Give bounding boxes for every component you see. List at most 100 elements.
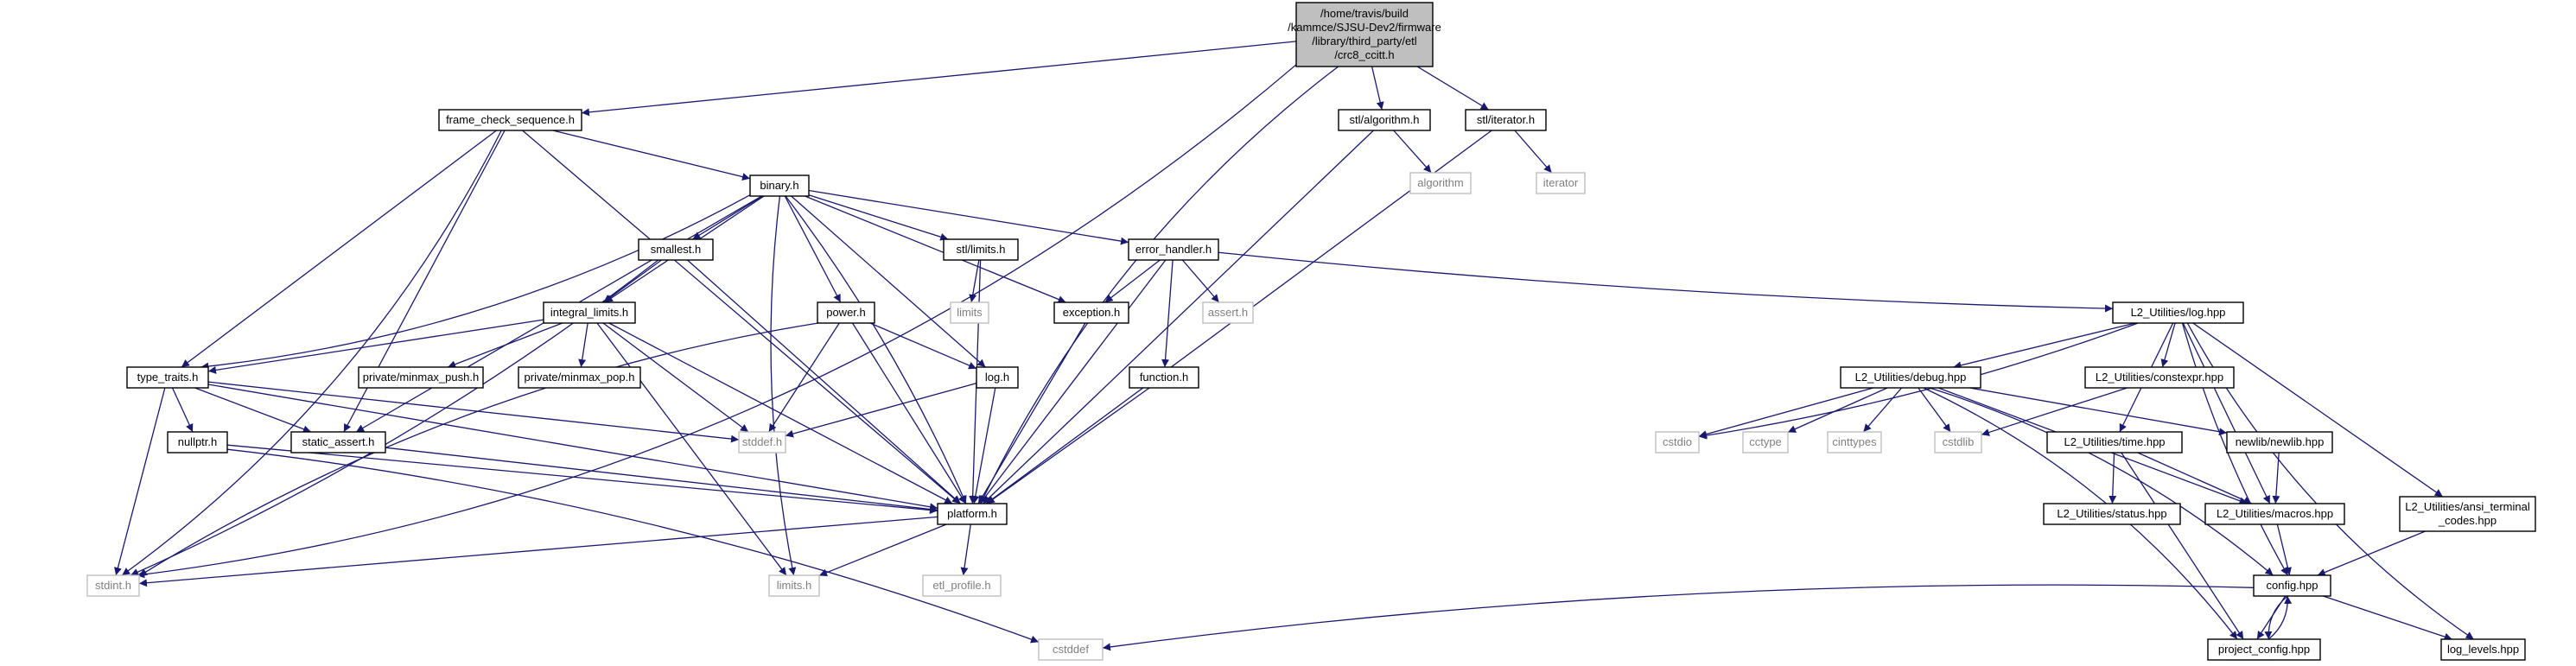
node-label: stdint.h <box>95 579 131 592</box>
node-box <box>922 574 1002 597</box>
node-label: log_levels.hpp <box>2447 643 2519 656</box>
node-smallest[interactable]: smallest.h <box>638 238 714 261</box>
node-minmax-pop[interactable]: private/minmax_pop.h <box>518 366 641 389</box>
edge-log_hpp-to-ansi <box>2192 322 2444 498</box>
node-integral-limits[interactable]: integral_limits.h <box>543 301 636 324</box>
edge-integral_limits-to-limits_h <box>596 322 787 576</box>
node-newlib[interactable]: newlib/newlib.hpp <box>2226 431 2333 454</box>
node-cstdio: cstdio <box>1655 431 1700 454</box>
node-error-handler[interactable]: error_handler.h <box>1128 238 1219 261</box>
node-label: private/minmax_pop.h <box>525 371 635 384</box>
node-project-config[interactable]: project_config.hpp <box>2207 638 2321 661</box>
node-label: static_assert.h <box>302 435 375 448</box>
node-box <box>768 574 820 597</box>
node-box <box>167 431 228 454</box>
node-static-assert[interactable]: static_assert.h <box>290 431 386 454</box>
edge-binary-to-type_traits <box>200 194 751 371</box>
node-log-hpp[interactable]: L2_Utilities/log.hpp <box>2112 301 2244 324</box>
node-label: function.h <box>1140 371 1188 384</box>
node-box <box>2112 301 2244 324</box>
node-label: frame_check_sequence.h <box>446 113 575 126</box>
node-root[interactable]: /home/travis/build/kammce/SJSU-Dev2/firm… <box>1288 2 1441 67</box>
node-cstdlib: cstdlib <box>1934 431 1982 454</box>
edge-error_handler-to-log_hpp <box>1218 251 2114 313</box>
node-box <box>2399 496 2536 532</box>
edge-log_h-to-stddef_h <box>785 382 977 438</box>
node-frame-check-sequence[interactable]: frame_check_sequence.h <box>438 109 582 131</box>
node-box <box>358 366 484 389</box>
node-config[interactable]: config.hpp <box>2253 574 2331 597</box>
node-box <box>2204 503 2345 525</box>
edge-type_traits-to-platform <box>207 384 938 511</box>
node-stdint: stdint.h <box>86 574 140 597</box>
node-box <box>1655 431 1700 454</box>
node-exception[interactable]: exception.h <box>1053 301 1129 324</box>
node-box <box>518 366 641 389</box>
node-box <box>1934 431 1982 454</box>
node-binary[interactable]: binary.h <box>749 174 810 197</box>
node-box <box>950 301 989 324</box>
node-label: platform.h <box>947 507 997 520</box>
edge-binary-to-error_handler <box>808 189 1129 245</box>
node-box <box>1409 172 1472 194</box>
node-time-hpp[interactable]: L2_Utilities/time.hpp <box>2046 431 2183 454</box>
edge-binary-to-smallest <box>692 195 763 240</box>
node-stl-iterator[interactable]: stl/iterator.h <box>1465 109 1547 131</box>
edge-integral_limits-to-minmax_pop <box>578 322 588 368</box>
node-constexpr[interactable]: L2_Utilities/constexpr.hpp <box>2084 366 2235 389</box>
edge-time_hpp-to-status <box>2109 452 2117 504</box>
edge-debug-to-cstdlib <box>1918 387 1951 433</box>
node-label: power.h <box>826 306 866 319</box>
edge-frame_check_sequence-to-platform <box>522 130 961 504</box>
edge-macros-to-config <box>2276 523 2292 576</box>
node-function[interactable]: function.h <box>1129 366 1199 389</box>
edge-platform-to-etl_profile <box>960 523 971 576</box>
node-ansi[interactable]: L2_Utilities/ansi_terminal_codes.hpp <box>2399 496 2536 532</box>
edge-log_hpp-to-macros <box>2182 322 2271 504</box>
edge-log_h-to-platform <box>971 387 996 504</box>
node-label: cstddef <box>1053 643 1089 656</box>
edge-power-to-stddef_h <box>768 322 840 433</box>
node-power[interactable]: power.h <box>817 301 875 324</box>
node-log-h[interactable]: log.h <box>976 366 1019 389</box>
node-label: _codes.hpp <box>2438 514 2496 527</box>
edge-stl_limits-to-limits <box>969 259 980 303</box>
edge-frame_check_sequence-to-binary <box>552 130 751 181</box>
edge-type_traits-to-nullptr <box>171 387 194 433</box>
node-label: config.hpp <box>2267 579 2318 592</box>
node-label: error_handler.h <box>1135 243 1212 256</box>
node-box <box>2043 503 2181 525</box>
edge-platform-to-stdint <box>138 516 938 587</box>
node-status[interactable]: L2_Utilities/status.hpp <box>2043 503 2181 525</box>
node-type-traits[interactable]: type_traits.h <box>126 366 209 389</box>
node-label: cctype <box>1749 435 1782 448</box>
node-platform[interactable]: platform.h <box>937 503 1008 525</box>
node-box <box>543 301 636 324</box>
node-label: L2_Utilities/status.hpp <box>2057 507 2166 520</box>
node-label: stl/algorithm.h <box>1350 113 1420 126</box>
edge-root-to-stdint <box>137 64 1297 579</box>
edge-integral_limits-to-type_traits <box>207 319 544 374</box>
node-minmax-push[interactable]: private/minmax_push.h <box>358 366 484 389</box>
edge-power-to-platform <box>851 322 967 504</box>
edge-type_traits-to-stddef_h <box>207 381 740 443</box>
node-label: L2_Utilities/macros.hpp <box>2217 507 2333 520</box>
node-nullptr[interactable]: nullptr.h <box>167 431 228 454</box>
node-box <box>1129 366 1199 389</box>
edge-function-to-platform <box>986 387 1150 504</box>
node-stl-algorithm[interactable]: stl/algorithm.h <box>1338 109 1431 131</box>
node-box <box>2440 638 2526 661</box>
node-log-levels[interactable]: log_levels.hpp <box>2440 638 2526 661</box>
node-box <box>1128 238 1219 261</box>
edges-layer <box>114 41 2475 651</box>
node-stl-limits[interactable]: stl/limits.h <box>943 238 1019 261</box>
node-debug[interactable]: L2_Utilities/debug.hpp <box>1840 366 1981 389</box>
edge-power-to-stdint <box>138 322 818 577</box>
edge-time_hpp-to-macros <box>2137 452 2252 504</box>
edge-newlib-to-macros <box>2272 452 2280 504</box>
edge-frame_check_sequence-to-type_traits <box>181 130 497 368</box>
node-label: L2_Utilities/constexpr.hpp <box>2096 371 2223 384</box>
node-macros[interactable]: L2_Utilities/macros.hpp <box>2204 503 2345 525</box>
node-label: L2_Utilities/debug.hpp <box>1855 371 1967 384</box>
